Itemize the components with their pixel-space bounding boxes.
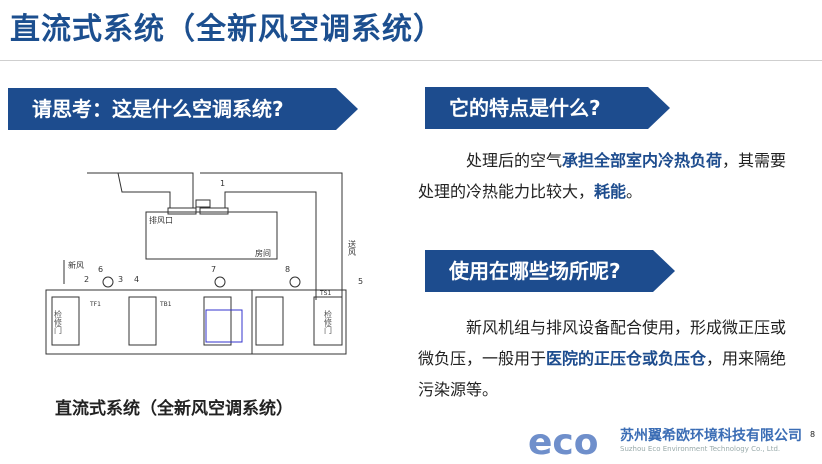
exhaust-grille — [167, 207, 197, 215]
door-label: 检修门 — [54, 309, 63, 335]
features-banner: 它的特点是什么? — [425, 87, 670, 129]
room-label: 房间 — [255, 248, 271, 258]
door — [51, 296, 80, 346]
usage-paragraph: 新风机组与排风设备配合使用，形成微正压或微负压，一般用于医院的正压仓或负压仓，用… — [418, 312, 793, 405]
text: 。 — [626, 182, 643, 201]
text: ，其需要处理的冷热能力比较大， — [418, 151, 787, 201]
diagram-caption: 直流式系统（全新风空调系统） — [55, 399, 293, 419]
features-paragraph: 处理后的空气承担全部室内冷热负荷，其需要处理的冷热能力比较大，耗能。 — [418, 145, 793, 207]
title-divider — [0, 60, 822, 61]
fresh-air-label: 新风 — [68, 260, 84, 270]
supply-duct — [200, 172, 343, 300]
text: ，用来隔绝污染源等。 — [418, 349, 787, 399]
question-banner: 请思考：这是什么空调系统? — [8, 88, 358, 130]
label-8: 8 — [285, 265, 290, 274]
air-handling-unit — [45, 289, 347, 355]
supply-grille — [199, 207, 229, 215]
tb1-label: TB1 — [159, 301, 172, 308]
label-3: 3 — [118, 275, 123, 284]
highlight: 医院的正压仓或负压仓 — [546, 349, 707, 368]
label-6: 6 — [98, 265, 103, 274]
label-2: 2 — [84, 275, 89, 284]
room — [145, 211, 278, 260]
supply-label: 送风 — [348, 239, 357, 257]
logo-mark: eco — [528, 422, 599, 460]
highlight: 承担全部室内冷热负荷 — [562, 151, 723, 170]
company-logo: eco 苏州翼希欧环境科技有限公司 Suzhou Eco Environment… — [528, 420, 822, 463]
eco-logo-icon: eco — [528, 422, 599, 463]
usage-banner: 使用在哪些场所呢? — [425, 250, 675, 292]
system-diagram: 排风口 房间 送风 新风 检修门 检修门 2 3 4 5 6 7 8 1 TF1… — [45, 172, 363, 355]
label-7: 7 — [211, 265, 216, 274]
tf1-label: TF1 — [89, 301, 101, 308]
exhaust-label: 排风口 — [149, 215, 173, 225]
text: 新风机组与排风设备配合使用，形成微正压或微负压，一般用于 — [418, 318, 787, 368]
ts1-label: TS1 — [319, 290, 331, 297]
page-number: 8 — [810, 430, 816, 439]
page-title: 直流式系统（全新风空调系统） — [10, 12, 444, 47]
label-5: 5 — [358, 277, 363, 286]
company-name-cn: 苏州翼希欧环境科技有限公司 — [620, 428, 802, 444]
door-label: 检修门 — [324, 309, 333, 335]
sensor-1 — [195, 199, 211, 208]
highlight: 耗能 — [594, 182, 627, 201]
company-name-en: Suzhou Eco Environment Technology Co., L… — [620, 445, 781, 453]
text: 处理后的空气 — [466, 151, 563, 170]
exhaust-duct — [87, 172, 194, 208]
label-1: 1 — [220, 179, 225, 188]
label-4: 4 — [134, 275, 139, 284]
